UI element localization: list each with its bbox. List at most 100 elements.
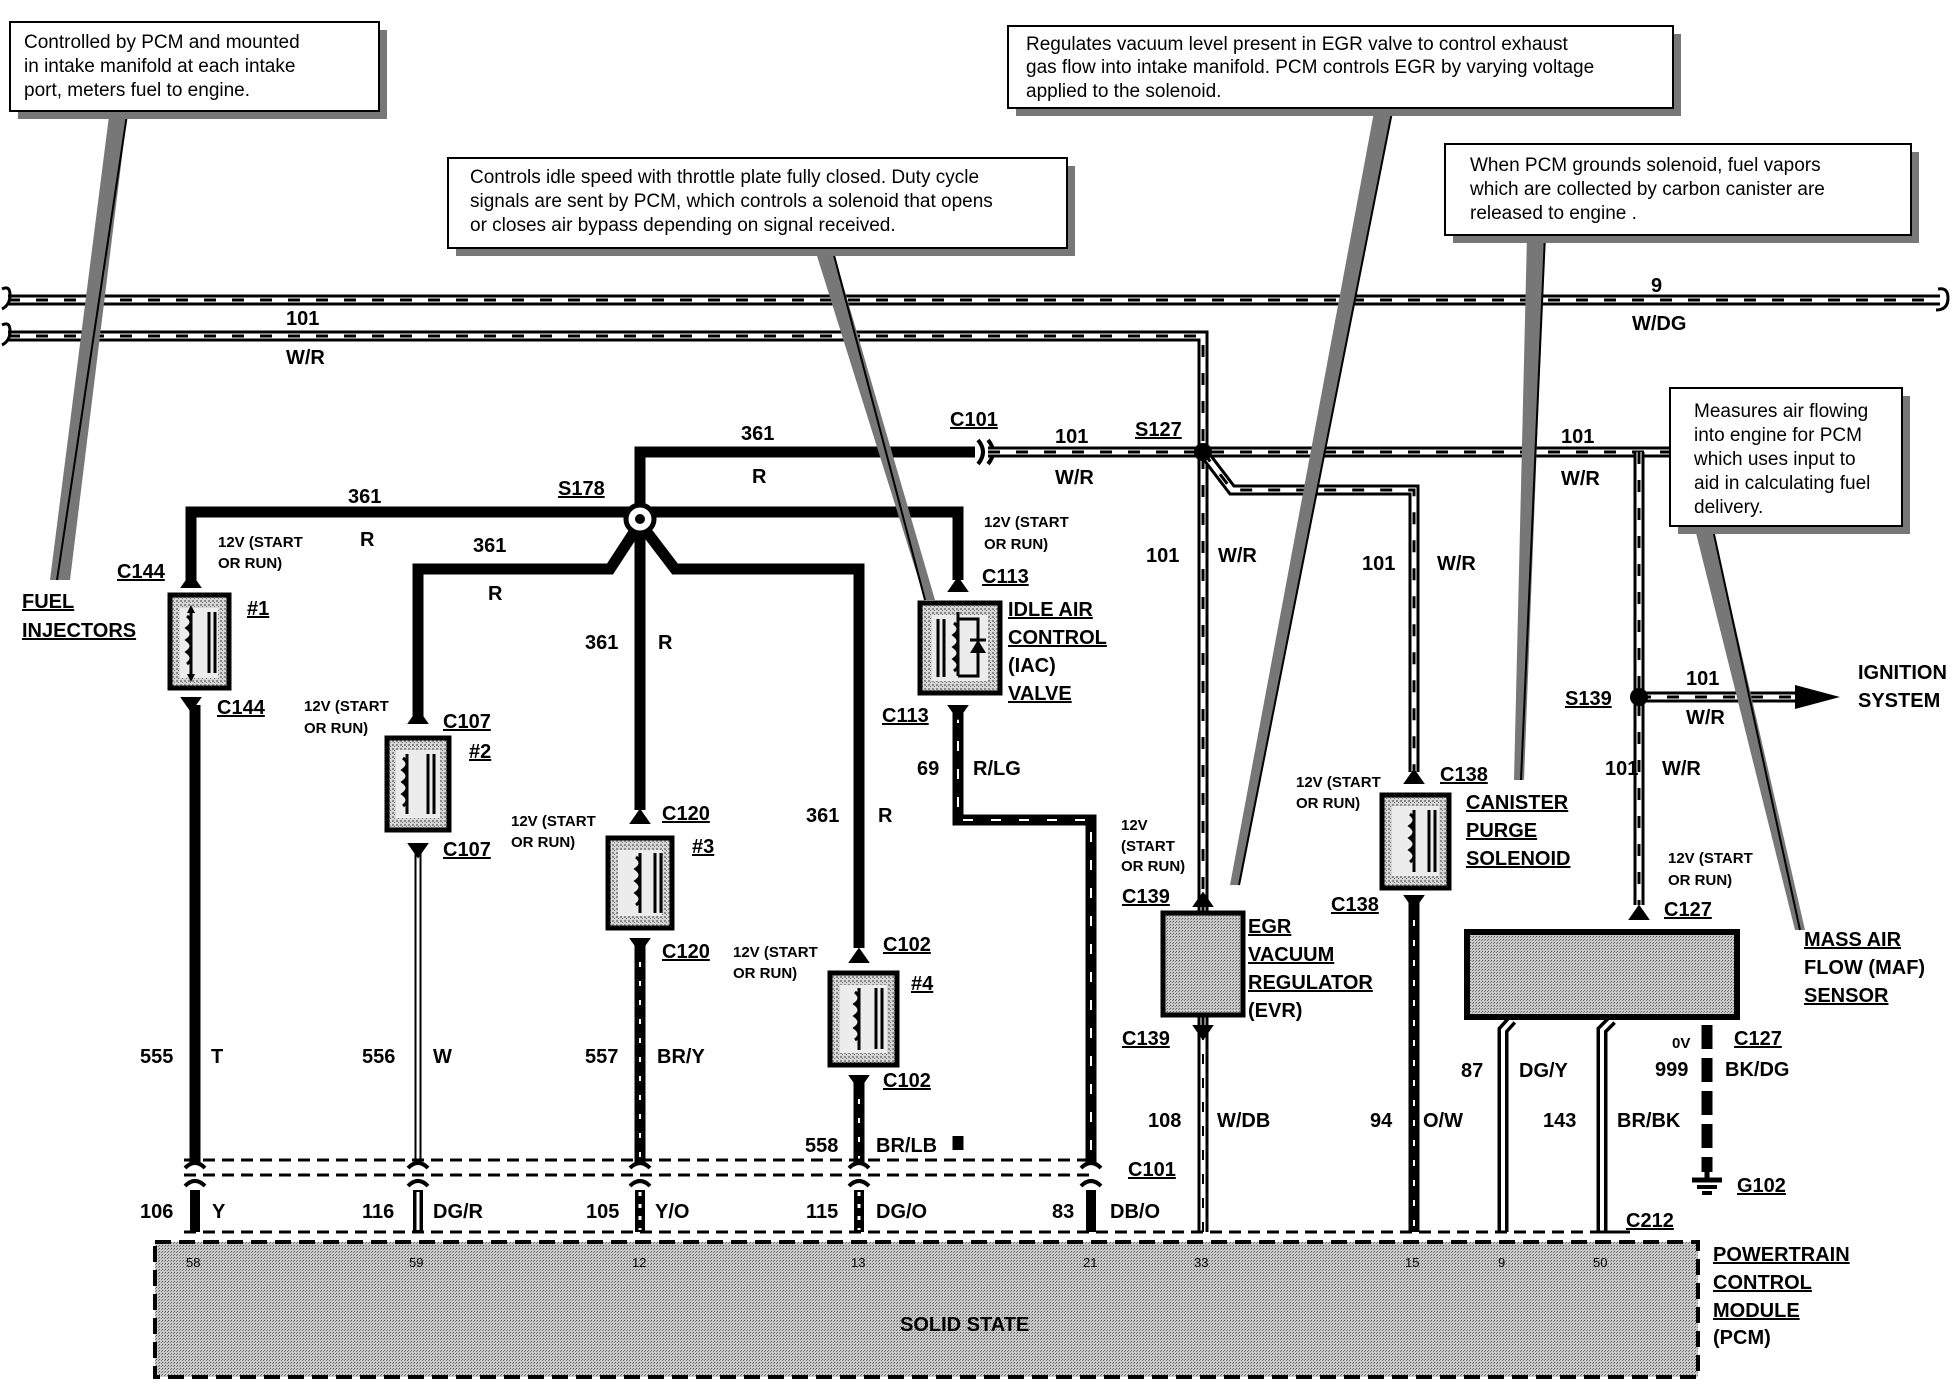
power-note-purge-a: 12V (START: [1296, 774, 1381, 791]
power-note-inj2-a: 12V (START: [304, 698, 389, 715]
note-maf-line-4: aid in calculating fuel: [1694, 473, 1870, 494]
connector-c120-top: C120: [662, 803, 710, 825]
wire-9-color: W/DG: [1632, 313, 1686, 335]
pcm-label-3: MODULE: [1713, 1300, 1800, 1322]
pin-9: 9: [1498, 1255, 1505, 1270]
wire-101-label-b: 101: [1146, 545, 1179, 567]
wire-wr-label-e: W/R: [1662, 758, 1701, 780]
egr-label-2: VACUUM: [1248, 944, 1334, 966]
ignition-label-1: IGNITION: [1858, 662, 1947, 684]
connector-c144-bottom: C144: [217, 697, 266, 719]
wire-143-circuit: 143: [1543, 1110, 1576, 1132]
power-note-egr-c: OR RUN): [1121, 858, 1185, 875]
power-note-iac-b: OR RUN): [984, 536, 1048, 553]
ground-g102-label: G102: [1737, 1175, 1786, 1197]
wire-87: [1497, 1016, 1517, 1232]
wire-556-color: W: [433, 1046, 452, 1068]
note-purge-line-3: released to engine .: [1470, 203, 1637, 224]
iac-label-4: VALVE: [1008, 683, 1072, 705]
bus-101-circuit: 101: [286, 308, 319, 330]
iac-label-3: (IAC): [1008, 655, 1056, 677]
egr-label-1: EGR: [1248, 916, 1292, 938]
wire-555-circuit: 555: [140, 1046, 173, 1068]
pcm-solid-state: SOLID STATE: [900, 1314, 1029, 1336]
wire-108-color: W/DB: [1217, 1110, 1270, 1132]
note-iac-line-1: Controls idle speed with throttle plate …: [470, 167, 979, 188]
note-egr: Regulates vacuum level present in EGR va…: [1007, 25, 1681, 886]
wire-143-color: BR/BK: [1617, 1110, 1681, 1132]
wire-116-circuit: 116: [362, 1201, 394, 1223]
wire-wr-label-c: W/R: [1437, 553, 1476, 575]
wire-361-label-e: 361: [806, 805, 839, 827]
ground-g102-icon: [1692, 1172, 1722, 1195]
note-maf-line-3: which uses input to: [1693, 449, 1856, 470]
power-note-purge-b: OR RUN): [1296, 795, 1360, 812]
note-purge-line-1: When PCM grounds solenoid, fuel vapors: [1470, 155, 1821, 176]
power-note-iac-a: 12V (START: [984, 514, 1069, 531]
note-iac-line-2: signals are sent by PCM, which controls …: [470, 191, 993, 212]
purge-label-3: SOLENOID: [1466, 848, 1570, 870]
connector-c102-bottom: C102: [883, 1070, 931, 1092]
power-note-inj4-a: 12V (START: [733, 944, 818, 961]
note-maf-line-1: Measures air flowing: [1694, 401, 1868, 422]
pin-21: 21: [1083, 1255, 1097, 1270]
wire-wr-label-d: W/R: [1561, 468, 1600, 490]
wire-r-label-b: R: [488, 583, 503, 605]
wire-9-circuit: 9: [1651, 275, 1662, 297]
injector-1-label: #1: [247, 598, 269, 620]
connector-c102-top: C102: [883, 934, 931, 956]
splice-s127-label: S127: [1135, 419, 1182, 441]
wire-87-color: DG/Y: [1519, 1060, 1569, 1082]
bus-circuit-9: [1, 286, 1950, 312]
note-injectors-line-3: port, meters fuel to engine.: [24, 80, 250, 101]
note-injectors-line-2: in intake manifold at each intake: [24, 56, 295, 77]
canister-purge-solenoid: [1379, 792, 1452, 891]
connector-c101-top-label: C101: [950, 409, 998, 431]
splice-s139: [1630, 688, 1648, 706]
iac-label-2: CONTROL: [1008, 627, 1107, 649]
wire-361-label-b: 361: [473, 535, 506, 557]
power-note-inj3-b: OR RUN): [511, 834, 575, 851]
wire-101-label-d: 101: [1561, 426, 1594, 448]
wire-999-color: BK/DG: [1725, 1059, 1789, 1081]
splice-s127: [1194, 443, 1212, 461]
wire-wr-label-a: W/R: [1055, 467, 1094, 489]
injector-3-label: #3: [692, 836, 714, 858]
note-fuel-injectors: Controlled by PCM and mounted in intake …: [9, 21, 387, 581]
fuel-injectors-label-1: FUEL: [22, 591, 74, 613]
wire-108-circuit: 108: [1148, 1110, 1181, 1132]
connector-c101-pcm: C101: [1128, 1159, 1176, 1181]
wire-116-color: DG/R: [433, 1201, 484, 1223]
note-iac: Controls idle speed with throttle plate …: [447, 157, 1075, 601]
wire-83-circuit: 83: [1052, 1201, 1074, 1223]
wire-999-circuit: 999: [1655, 1059, 1688, 1081]
feed-circuit-361: [185, 446, 975, 948]
pcm-connector-c101-c212: [184, 1158, 1630, 1234]
wire-556-circuit: 556: [362, 1046, 395, 1068]
splice-s139-label: S139: [1565, 688, 1612, 710]
pcm-connector-marks: [183, 1161, 1103, 1188]
connector-c138-top: C138: [1440, 764, 1488, 786]
ignition-arrow-icon: [1795, 685, 1840, 709]
connector-c107-top: C107: [443, 711, 491, 733]
connector-c139-top: C139: [1122, 886, 1170, 908]
bus-circuit-101: [1, 322, 1209, 1232]
wire-101-label-f: 101: [1686, 668, 1719, 690]
maf-sensor: [1464, 929, 1740, 1020]
pin-15: 15: [1405, 1255, 1419, 1270]
injector-2: [384, 735, 452, 833]
pin-59: 59: [409, 1255, 423, 1270]
connector-c127-bottom: C127: [1734, 1028, 1782, 1050]
connector-c138-bottom: C138: [1331, 894, 1379, 916]
power-note-maf-a: 12V (START: [1668, 850, 1753, 867]
wire-r-label-c: R: [752, 466, 767, 488]
injector-4-label: #4: [911, 973, 934, 995]
wire-r-label-e: R: [878, 805, 893, 827]
maf-label-1: MASS AIR: [1804, 929, 1902, 951]
note-egr-line-3: applied to the solenoid.: [1026, 81, 1221, 102]
wire-r-label-a: R: [360, 529, 375, 551]
pcm-label-4: (PCM): [1713, 1327, 1771, 1349]
connector-c144-top: C144: [117, 561, 166, 583]
wire-101-label-a: 101: [1055, 426, 1088, 448]
